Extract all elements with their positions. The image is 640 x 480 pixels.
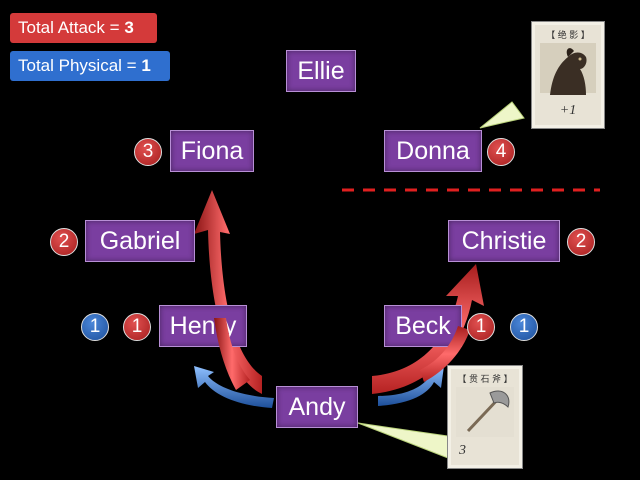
player-gabriel-label: Gabriel xyxy=(100,227,181,256)
axe-card-art xyxy=(456,387,514,437)
henry-physical-number: 1 xyxy=(81,313,109,341)
player-fiona: Fiona xyxy=(170,130,254,172)
player-ellie-label: Ellie xyxy=(297,57,344,86)
beck-attack-number: 1 xyxy=(467,313,495,341)
player-gabriel: Gabriel xyxy=(85,220,195,262)
donna-distance-number: 4 xyxy=(487,138,515,166)
attack-arrow-fiona xyxy=(194,190,262,394)
player-fiona-label: Fiona xyxy=(181,137,244,166)
horse-card-header: 【 绝 影 】 xyxy=(538,28,598,42)
player-donna-label: Donna xyxy=(396,137,470,166)
gabriel-distance-number: 2 xyxy=(50,228,78,256)
beck-physical-number: 1 xyxy=(510,313,538,341)
horse-icon xyxy=(540,43,598,97)
axe-card-value: 3 xyxy=(459,443,519,459)
player-andy-label: Andy xyxy=(289,393,346,422)
player-henry-label: Henry xyxy=(170,312,237,341)
player-christie-label: Christie xyxy=(462,227,547,256)
player-christie: Christie xyxy=(448,220,560,262)
player-beck: Beck xyxy=(384,305,462,347)
horse-card: 【 绝 影 】 +1 xyxy=(532,22,604,128)
axe-card-header: 【 贯 石 斧 】 xyxy=(454,372,516,386)
donna-distance-value: 4 xyxy=(496,141,507,163)
henry-attack-number: 1 xyxy=(123,313,151,341)
callout-axe xyxy=(358,423,448,458)
fiona-distance-value: 3 xyxy=(143,141,154,163)
beck-physical-value: 1 xyxy=(519,316,530,338)
player-henry: Henry xyxy=(159,305,247,347)
horse-card-art xyxy=(540,43,596,93)
christie-distance-number: 2 xyxy=(567,228,595,256)
beck-attack-value: 1 xyxy=(476,316,487,338)
horse-card-value: +1 xyxy=(535,103,601,119)
henry-attack-value: 1 xyxy=(132,316,143,338)
christie-distance-value: 2 xyxy=(576,231,587,253)
axe-icon xyxy=(456,387,516,437)
callout-horse xyxy=(480,102,524,128)
axe-card: 【 贯 石 斧 】 3 xyxy=(448,366,522,468)
player-donna: Donna xyxy=(384,130,482,172)
henry-physical-value: 1 xyxy=(90,316,101,338)
player-beck-label: Beck xyxy=(395,312,451,341)
fiona-distance-number: 3 xyxy=(134,138,162,166)
player-ellie: Ellie xyxy=(286,50,356,92)
gabriel-distance-value: 2 xyxy=(59,231,70,253)
player-andy: Andy xyxy=(276,386,358,428)
